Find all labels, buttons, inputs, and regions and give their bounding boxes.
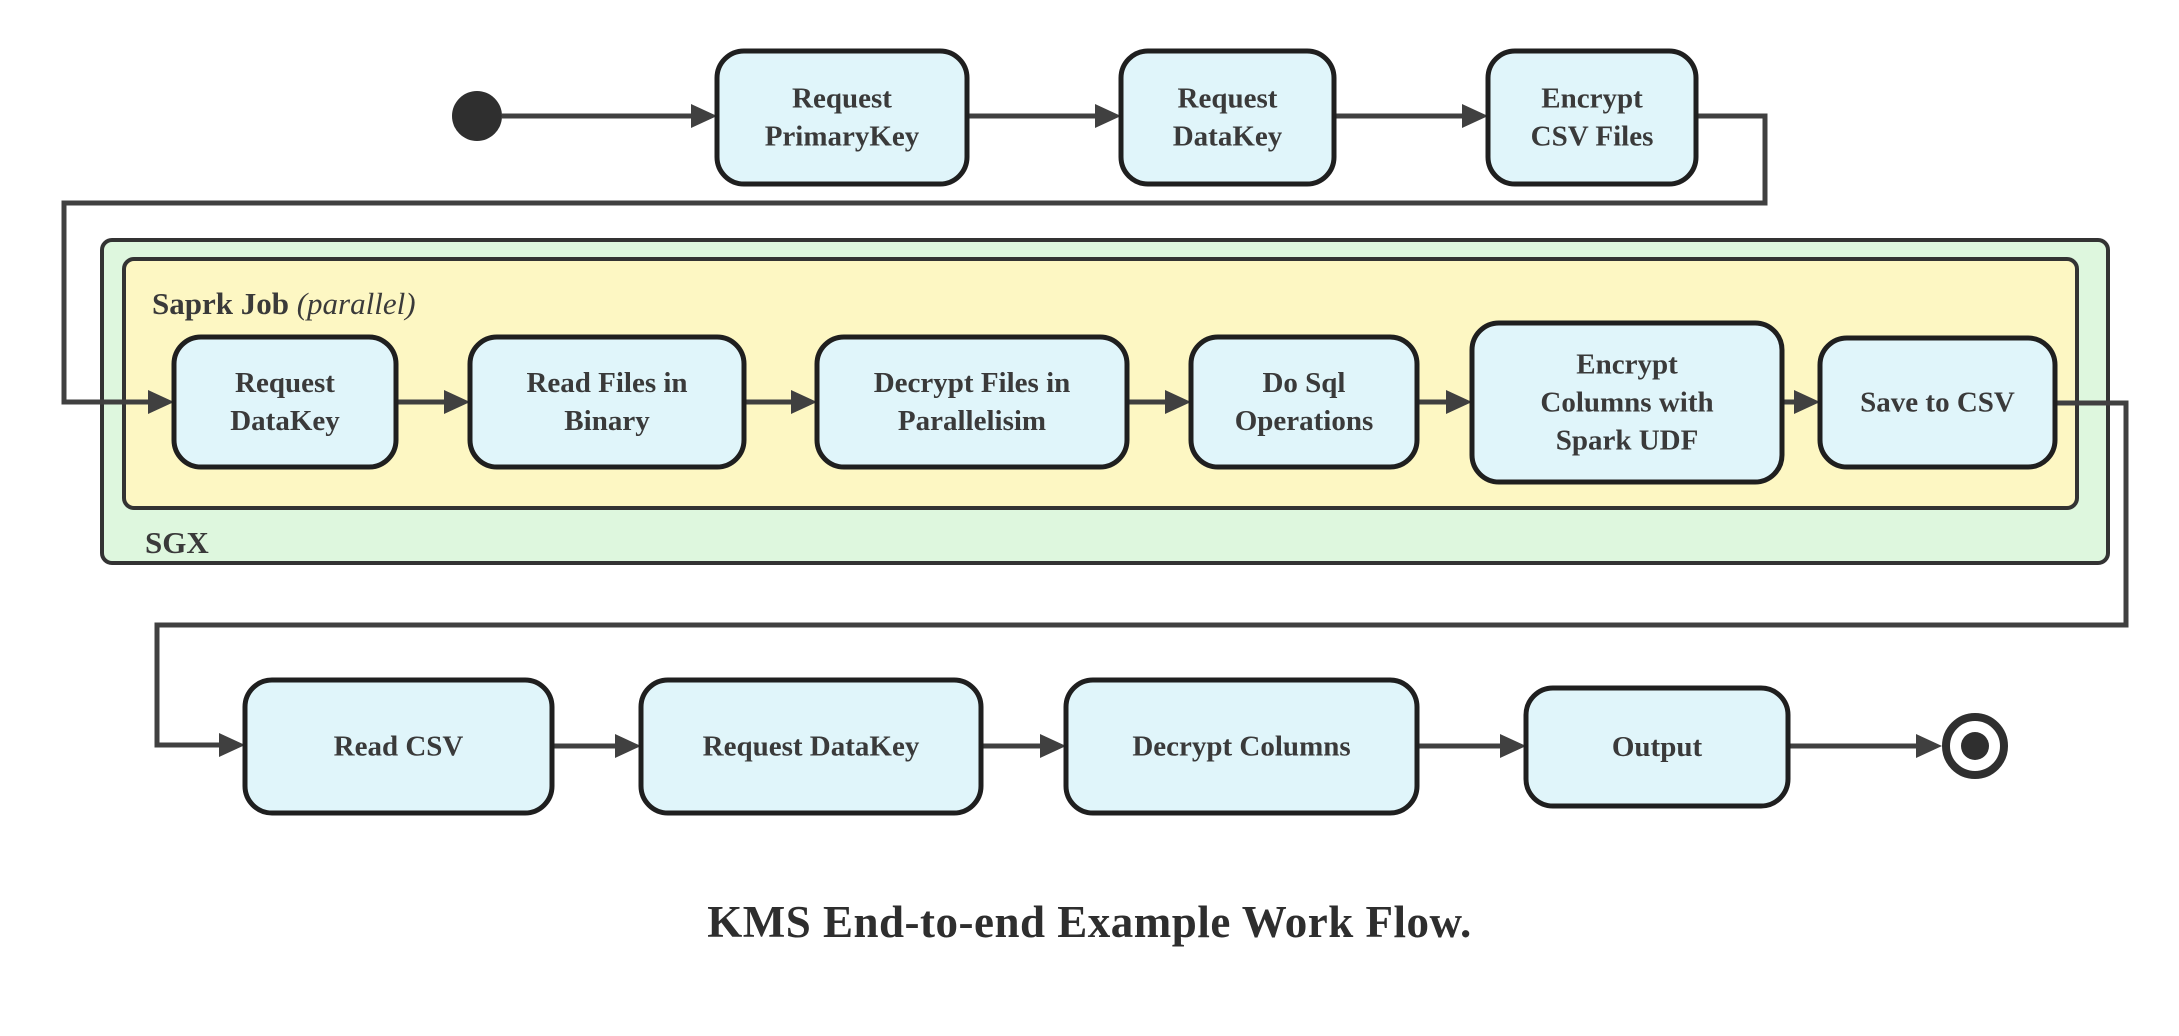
- container-label-spark-job: Saprk Job (parallel): [152, 286, 416, 321]
- arrowhead-sgx-datakey-to-read-files: [444, 390, 470, 414]
- arrowhead-save-csv-to-read-csv: [219, 733, 245, 757]
- arrowhead-request-primarykey-to-datakey: [1095, 104, 1121, 128]
- node-request-datakey-bot: [638, 677, 984, 816]
- arrowhead-decrypt-columns-to-output: [1500, 734, 1526, 758]
- node-request-datakey-sgx: [171, 334, 399, 470]
- arrowhead-request-datakey-to-encrypt-csv: [1462, 104, 1488, 128]
- arrowhead-encrypt-csv-to-sgx-request-datakey: [148, 390, 174, 414]
- node-save-to-csv: [1817, 335, 2058, 470]
- node-read-files-in-binary: [467, 334, 747, 470]
- arrowhead-start-to-request-primarykey: [691, 104, 717, 128]
- arrowhead-do-sql-to-encrypt-columns: [1446, 390, 1472, 414]
- node-decrypt-columns: [1063, 677, 1420, 816]
- node-label-save-to-csv: Save to CSV: [1860, 387, 2015, 419]
- arrowhead-read-csv-to-request-datakey: [615, 734, 641, 758]
- edge-encrypt-csv-to-sgx-request-datakey: [61, 113, 1768, 405]
- node-encrypt-csv-files: [1485, 48, 1699, 187]
- start-state-icon: [452, 91, 502, 141]
- edge-save-csv-to-read-csv: [154, 400, 2129, 748]
- node-request-datakey-top: [1118, 48, 1337, 187]
- end-state-dot-icon: [1961, 732, 1989, 760]
- arrowhead-decrypt-files-to-do-sql: [1165, 390, 1191, 414]
- node-label-decrypt-columns: Decrypt Columns: [1132, 731, 1350, 763]
- node-label-request-datakey-bot: Request DataKey: [703, 731, 920, 763]
- node-read-csv: [242, 677, 555, 816]
- node-request-primarykey: [714, 48, 970, 187]
- diagram-caption: KMS End-to-end Example Work Flow.: [707, 897, 1472, 947]
- arrowhead-read-files-to-decrypt-files: [791, 390, 817, 414]
- arrowhead-request-datakey-to-decrypt-columns: [1040, 734, 1066, 758]
- arrowhead-encrypt-columns-to-save-csv: [1794, 390, 1820, 414]
- node-encrypt-columns: [1469, 320, 1785, 485]
- node-do-sql-operations: [1188, 334, 1420, 470]
- node-output: [1523, 685, 1791, 809]
- arrowhead-output-to-end: [1916, 734, 1942, 758]
- container-label-sgx: SGX: [145, 525, 209, 560]
- node-decrypt-files: [814, 334, 1130, 470]
- node-label-read-csv: Read CSV: [334, 731, 464, 763]
- node-label-output: Output: [1612, 731, 1703, 763]
